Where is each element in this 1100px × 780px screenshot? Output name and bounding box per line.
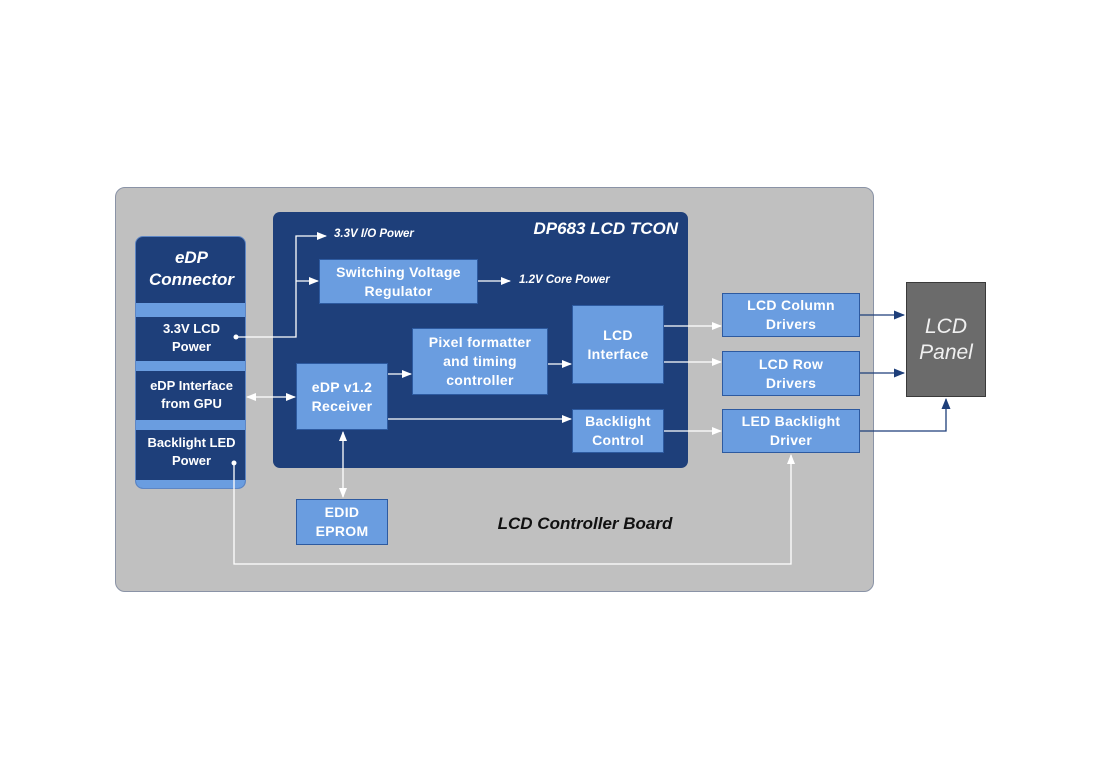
lcd-interface: LCD Interface	[572, 305, 664, 384]
wire-backlight-power	[233, 454, 795, 565]
edp-connector: eDP Connector 3.3V LCD Power eDP Interfa…	[135, 236, 246, 489]
lcd-power-node	[233, 334, 239, 340]
board-title: LCD Controller Board	[497, 514, 673, 533]
connector-row-lcd-power: 3.3V LCD Power	[162, 321, 221, 354]
lcd-panel: LCD Panel	[906, 282, 986, 397]
core-power-label: 1.2V Core Power	[519, 274, 610, 286]
led-backlight-driver: LED Backlight Driver	[722, 409, 860, 453]
edid-eprom: EDID EPROM	[296, 499, 388, 545]
connector-divider	[136, 480, 245, 488]
wire-led-to-panel	[860, 398, 951, 432]
lcd-column-drivers: LCD Column Drivers	[722, 293, 860, 337]
backlight-power-node	[231, 460, 237, 466]
tcon-title: DP683 LCD TCON	[533, 219, 678, 238]
connector-row-edp-interface: eDP Interface from GPU	[150, 378, 233, 411]
wire-lcd-power	[236, 232, 327, 338]
connector-divider	[136, 361, 245, 371]
backlight-control: Backlight Control	[572, 409, 664, 453]
connector-divider	[136, 303, 245, 317]
connector-row-backlight-power: Backlight LED Power	[147, 435, 236, 468]
io-power-label: 3.3V I/O Power	[334, 228, 414, 240]
edp-receiver: eDP v1.2 Receiver	[296, 363, 388, 430]
switching-voltage-regulator: Switching Voltage Regulator	[319, 259, 478, 304]
pixel-formatter-timing-controller: Pixel formatter and timing controller	[412, 328, 548, 395]
connector-title: eDP Connector	[149, 248, 234, 289]
lcd-row-drivers: LCD Row Drivers	[722, 351, 860, 396]
connector-divider	[136, 420, 245, 430]
